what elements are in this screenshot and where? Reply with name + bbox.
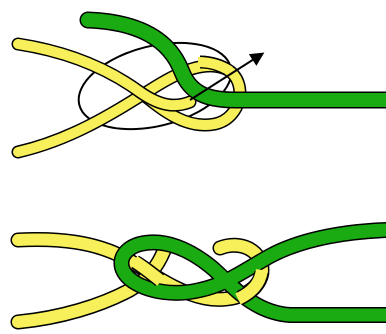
panel-bottom-finished-knot xyxy=(18,230,386,322)
panel-top-threading-step xyxy=(18,20,386,152)
